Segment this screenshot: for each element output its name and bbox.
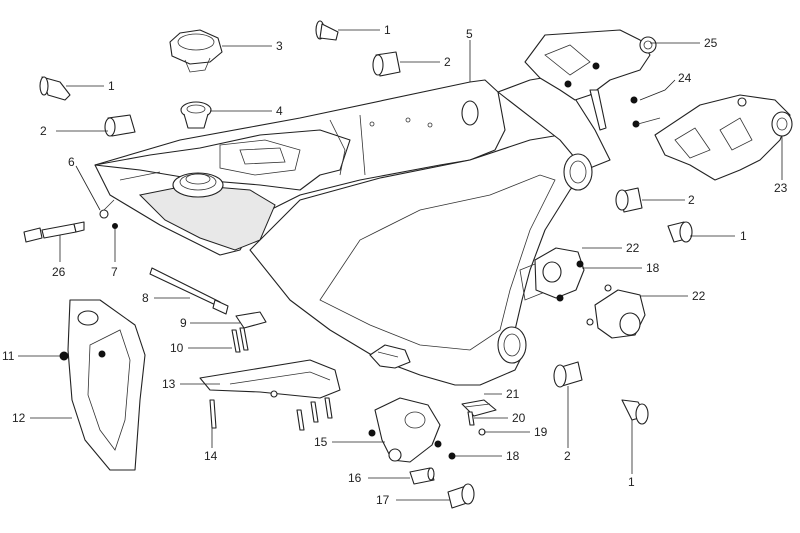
bracket-9 (235, 311, 267, 329)
link-21 (461, 399, 497, 417)
callout-9: 9 (180, 316, 187, 330)
callout-23: 23 (774, 181, 788, 195)
main-frame (94, 74, 611, 386)
grommet-2c (615, 187, 643, 213)
sensor-6 (99, 199, 115, 219)
callout-2: 2 (444, 55, 451, 69)
callout-21: 21 (506, 387, 520, 401)
grommet-2a (104, 114, 136, 137)
callout-8: 8 (142, 291, 149, 305)
callout-1: 1 (384, 23, 391, 37)
callout-11: 11 (2, 349, 15, 363)
mount-plate-22b (586, 284, 646, 339)
grommet-2b (372, 51, 401, 77)
callout-18: 18 (506, 449, 520, 463)
callout-25: 25 (704, 36, 718, 50)
callout-4: 4 (276, 104, 283, 118)
leader-lines (18, 29, 783, 501)
callout-15: 15 (314, 435, 328, 449)
o-ring-7 (112, 223, 118, 229)
pin-1b (315, 20, 339, 41)
callout-2: 2 (564, 449, 571, 463)
callout-7: 7 (111, 265, 118, 279)
plate-13 (199, 359, 341, 399)
callout-2: 2 (40, 124, 47, 138)
callout-1: 1 (628, 475, 635, 489)
gasket-4 (180, 101, 212, 129)
callout-16: 16 (348, 471, 362, 485)
footrest-bracket-15 (368, 397, 441, 463)
hose-fitting-26 (23, 221, 85, 243)
callout-1: 1 (108, 79, 115, 93)
grommet-2d (553, 361, 583, 388)
callout-18: 18 (646, 261, 660, 275)
callout-labels: 1 2 3 4 5 25 1 2 24 6 23 2 1 26 7 22 18 … (2, 23, 788, 507)
callout-6: 6 (68, 155, 75, 169)
callout-24: 24 (678, 71, 692, 85)
callout-2: 2 (688, 193, 695, 207)
callout-3: 3 (276, 39, 283, 53)
side-cover-12 (67, 299, 146, 471)
callout-26: 26 (52, 265, 66, 279)
callout-19: 19 (534, 425, 548, 439)
callout-5: 5 (466, 27, 473, 41)
callout-14: 14 (204, 449, 218, 463)
callout-22: 22 (626, 241, 640, 255)
callout-12: 12 (12, 411, 26, 425)
bolts-24 (630, 96, 661, 128)
nuts-18b (434, 440, 456, 460)
callout-17: 17 (376, 493, 390, 507)
bush-1d (621, 399, 649, 425)
callout-10: 10 (170, 341, 184, 355)
callout-13: 13 (162, 377, 176, 391)
bolts-14 (209, 390, 333, 431)
bush-1c (667, 221, 693, 243)
rear-bracket-upper (524, 29, 657, 131)
callout-22: 22 (692, 289, 706, 303)
rear-bracket-lower (654, 94, 793, 181)
rubber-bush-1a (39, 76, 71, 101)
bolt-20 (467, 411, 475, 426)
bush-17 (447, 483, 475, 509)
fuel-cap-3 (169, 29, 223, 73)
callout-20: 20 (512, 411, 526, 425)
spacer-16 (409, 467, 435, 485)
bolts-10 (231, 327, 249, 353)
rod-8 (149, 267, 229, 315)
mount-plate-22a (534, 247, 585, 302)
callout-1: 1 (740, 229, 747, 243)
screw-11 (59, 350, 106, 361)
